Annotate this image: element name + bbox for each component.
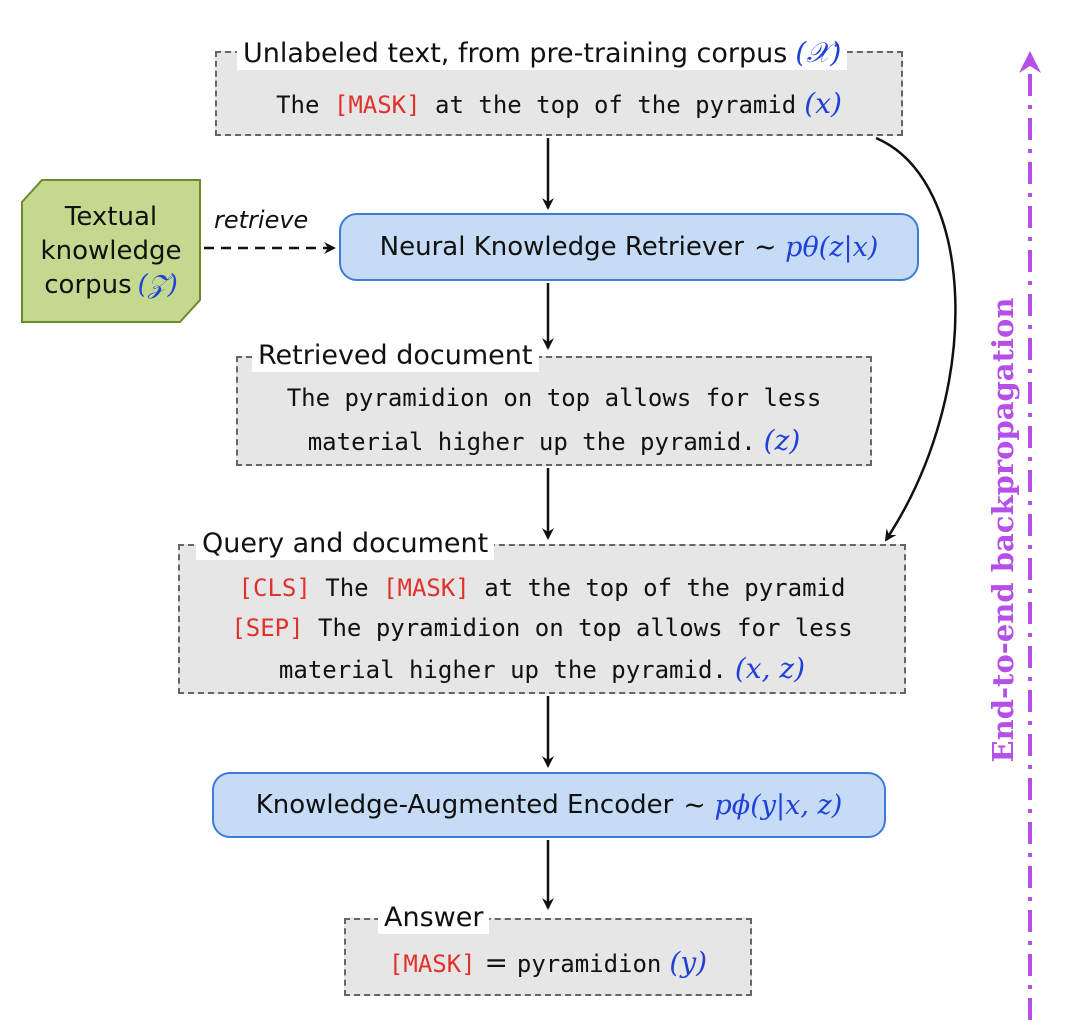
input-mask-token: [MASK] [333, 91, 421, 119]
input-var: (x) [804, 87, 842, 120]
query-doc-box: [CLS] The [MASK] at the top of the pyram… [178, 544, 906, 694]
encoder-label: Knowledge-Augmented Encoder [255, 790, 674, 820]
answer-mask-token: [MASK] [388, 950, 476, 978]
query-line2: [SEP] The pyramidion on top allows for l… [180, 614, 904, 642]
arrow-input-to-query-curve [875, 136, 957, 542]
input-text: The [MASK] at the top of the pyramid(x) [217, 87, 901, 120]
input-label-var: (𝒳) [795, 36, 842, 69]
encoder-tilde: ~ [683, 789, 706, 821]
corpus-var: (𝒵) [137, 270, 178, 300]
query-line2-text: The pyramidion on top allows for less [303, 614, 853, 642]
retrieved-line1: The pyramidion on top allows for less [286, 384, 822, 412]
sep-token: [SEP] [231, 614, 304, 642]
knowledge-corpus-text: Textual knowledge corpus(𝒵) [22, 180, 200, 322]
query-mask-token: [MASK] [383, 574, 470, 602]
corpus-line2: knowledge [40, 236, 182, 266]
retriever-formula: pθ(z|x) [785, 231, 879, 263]
query-line1-a: The [310, 574, 384, 602]
query-line3: material higher up the pyramid.(x, z) [180, 652, 904, 685]
retrieved-var: (z) [763, 424, 801, 457]
input-text-prefix: The [276, 91, 334, 119]
encoder-formula: pϕ(y|x, z) [714, 789, 843, 821]
answer-value: pyramidion [516, 950, 662, 978]
retrieved-line2-row: material higher up the pyramid.(z) [238, 424, 870, 457]
retrieve-label: retrieve [214, 206, 309, 234]
query-doc-label: Query and document [196, 528, 495, 560]
retriever-math: ~ pθ(z|x) [754, 232, 878, 263]
encoder-math: ~ pϕ(y|x, z) [683, 790, 842, 821]
corpus-line1: Textual [64, 202, 158, 232]
query-line1: [CLS] The [MASK] at the top of the pyram… [180, 574, 904, 602]
retrieved-label: Retrieved document [252, 340, 539, 372]
query-line3-text: material higher up the pyramid. [278, 656, 727, 684]
input-label: Unlabeled text, from pre-training corpus… [237, 36, 848, 70]
retrieved-box: The pyramidion on top allows for less ma… [236, 356, 872, 466]
retriever-tilde: ~ [753, 231, 777, 263]
corpus-line3: corpus [44, 270, 132, 300]
knowledge-corpus-box: Textual knowledge corpus(𝒵) [22, 180, 200, 322]
retriever-box: Neural Knowledge Retriever ~ pθ(z|x) [339, 213, 919, 281]
answer-text: [MASK] = pyramidion(y) [346, 946, 750, 979]
cls-token: [CLS] [238, 574, 311, 602]
encoder-box: Knowledge-Augmented Encoder ~ pϕ(y|x, z) [212, 772, 886, 838]
input-text-body: at the top of the pyramid [420, 91, 797, 119]
answer-label: Answer [378, 902, 490, 934]
knowledge-corpus-shape [21, 179, 201, 323]
input-label-text: Unlabeled text, from pre-training corpus [243, 38, 788, 69]
answer-var: (y) [669, 946, 708, 979]
retriever-label: Neural Knowledge Retriever [379, 232, 744, 262]
query-line1-b: at the top of the pyramid [469, 574, 846, 602]
retrieved-line2: material higher up the pyramid. [307, 428, 756, 456]
query-var: (x, z) [734, 652, 806, 685]
answer-equals: = [475, 946, 517, 979]
backprop-label: End-to-end backpropagation [986, 297, 1020, 763]
